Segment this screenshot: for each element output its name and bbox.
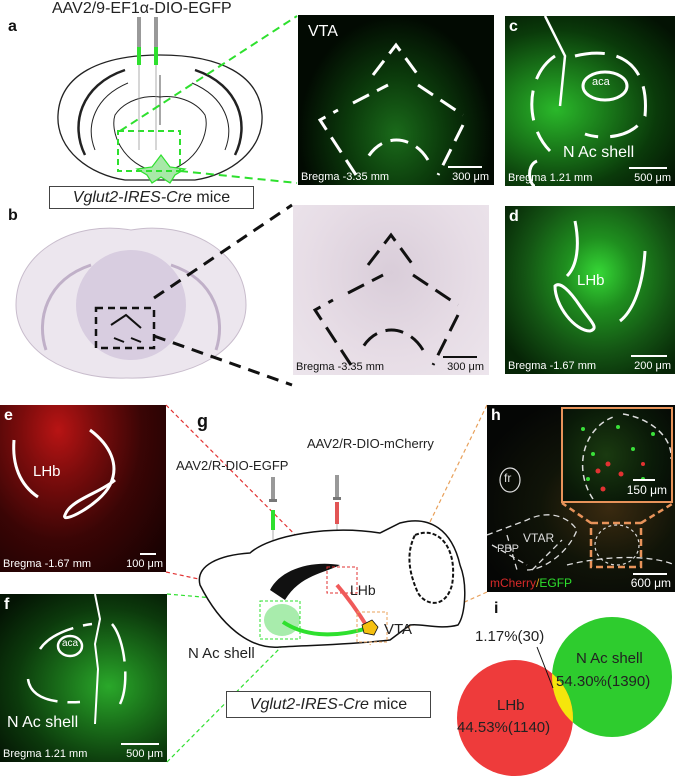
venn-circle-lhb — [457, 660, 573, 776]
bregma-caption: Bregma -1.67 mm — [508, 360, 597, 372]
sub-region-label-aca: aca — [62, 638, 79, 649]
venn-circle-nac — [552, 617, 672, 737]
panel-label-b: b — [8, 207, 18, 224]
nac-outline-c — [528, 16, 647, 186]
inset-scale-bar — [633, 479, 655, 481]
venn-lhb-name: LHb — [497, 697, 525, 714]
inset-scale-label: 150 μm — [626, 483, 667, 497]
sagittal-brain-diagram — [198, 475, 466, 648]
region-label-pbp: PBP — [497, 543, 520, 555]
scale-label: 300 μm — [447, 361, 484, 373]
vta-outline-h — [487, 467, 675, 571]
virus-label-egfp: AAV2/R-DIO-EGFP — [176, 458, 289, 473]
vta-egfp-image: VTA Bregma -3.35 mm 300 μm — [298, 15, 494, 185]
scale-bar — [448, 166, 482, 168]
nac-shell-egfp-image-c: c aca N Ac shell Bregma 1.21 mm 500 μm — [505, 16, 675, 186]
region-label-lhb: LHb — [33, 463, 61, 480]
scale-bar — [443, 356, 477, 358]
region-label-nac-shell: N Ac shell — [563, 144, 635, 161]
bregma-caption: Bregma -1.67 mm — [3, 558, 92, 570]
scale-bar — [121, 743, 159, 745]
panel-label-i: i — [494, 600, 499, 617]
coronal-brain-diagram — [57, 17, 263, 184]
region-label-vtar: VTAR — [523, 531, 555, 545]
scale-label: 100 μm — [126, 558, 163, 570]
panel-label-c: c — [509, 18, 518, 35]
virus-label-mcherry: AAV2/R-DIO-mCherry — [307, 436, 434, 451]
bregma-caption: Bregma -3.35 mm — [296, 361, 385, 373]
brain-label-vta: VTA — [384, 621, 413, 638]
legend-egfp: EGFP — [539, 576, 573, 590]
inset-cells — [581, 413, 671, 500]
mice-strain-box-a: Vglut2-IRES-Cre mice — [49, 186, 254, 209]
venn-nac-name: N Ac shell — [576, 650, 643, 667]
lhb-egfp-image-d: d LHb Bregma -1.67 mm 200 μm — [505, 206, 675, 374]
zoom-lines-a — [119, 15, 298, 184]
venn-overlap-label: 1.17%(30) — [475, 628, 545, 645]
sub-region-label-aca: aca — [592, 76, 610, 88]
bregma-caption: Bregma -3.35 mm — [301, 171, 390, 183]
scale-label: 500 μm — [126, 748, 163, 760]
scale-bar — [633, 573, 667, 575]
lhb-mcherry-image-e: e LHb Bregma -1.67 mm 100 μm — [0, 405, 166, 572]
vta-merge-image-h: 150 μm h fr VTAR PBP mCherry/EGFP 600 μm — [487, 405, 675, 592]
lhb-outline-e — [12, 428, 116, 520]
mice-strain-box-g: Vglut2-IRES-Cre mice — [226, 691, 431, 718]
mice-strain-name: Vglut2-IRES-Cre — [72, 189, 192, 206]
scale-bar — [629, 167, 667, 169]
bregma-caption: Bregma 1.21 mm — [508, 172, 593, 184]
panel-label-g: g — [197, 411, 208, 431]
scale-label: 300 μm — [452, 171, 489, 183]
scale-label: 600 μm — [630, 576, 671, 590]
panel-label-d: d — [509, 208, 519, 225]
mice-suffix: mice — [191, 189, 231, 206]
brain-label-lhb: LHb — [350, 582, 376, 598]
channel-legend: mCherry/EGFP — [490, 576, 572, 590]
brain-label-nac-shell: N Ac shell — [188, 645, 255, 662]
panel-label-e: e — [4, 407, 13, 424]
zoom-inset-h: 150 μm — [561, 407, 673, 503]
zoom-lines-b — [153, 203, 293, 387]
virus-label-a: AAV2/9-EF1α-DIO-EGFP — [52, 0, 232, 17]
scale-label: 500 μm — [634, 172, 671, 184]
lhb-outline-d — [553, 220, 647, 333]
venn-nac-value: 54.30%(1390) — [556, 673, 651, 690]
legend-mcherry: mCherry — [490, 576, 537, 590]
ish-brain-outline — [15, 227, 247, 379]
panel-label-h: h — [491, 407, 501, 424]
bregma-caption: Bregma 1.21 mm — [3, 748, 88, 760]
vta-outline — [317, 42, 465, 176]
venn-lhb-value: 44.53%(1140) — [457, 719, 551, 736]
legend-sep: / — [536, 576, 540, 590]
region-label-fr: fr — [504, 471, 512, 485]
panel-label-a: a — [8, 18, 17, 35]
scale-label: 200 μm — [634, 360, 671, 372]
scale-bar — [631, 355, 667, 357]
vta-ish-image: Bregma -3.35 mm 300 μm — [293, 205, 489, 375]
region-label-lhb: LHb — [577, 272, 605, 289]
mice-suffix: mice — [368, 696, 408, 713]
region-label-vta: VTA — [308, 23, 338, 40]
panel-label-f: f — [4, 596, 10, 613]
scale-bar — [140, 553, 156, 555]
nac-shell-egfp-image-f: f aca N Ac shell Bregma 1.21 mm 500 μm — [0, 594, 167, 762]
mice-strain-name: Vglut2-IRES-Cre — [249, 696, 369, 713]
region-label-nac-shell: N Ac shell — [7, 714, 79, 731]
nac-outline-f — [26, 594, 127, 725]
vta-outline-ish — [312, 232, 460, 366]
